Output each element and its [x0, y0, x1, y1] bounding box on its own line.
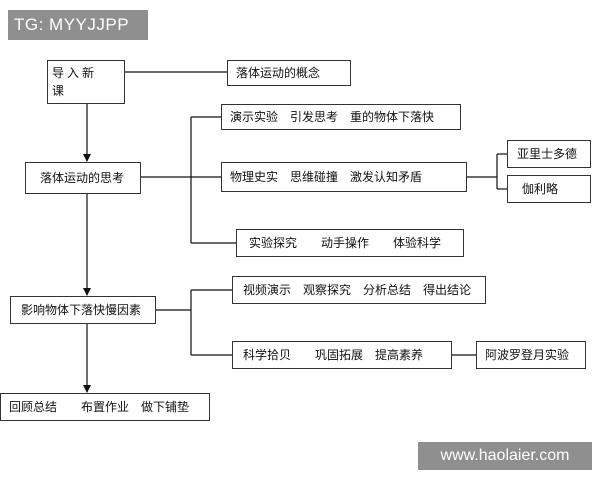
watermark-top-left: TG: MYYJJPP — [8, 10, 148, 40]
node-explore: 实验探究 动手操作 体验科学 — [236, 229, 464, 257]
watermark-bottom-right: www.haolaier.com — [418, 442, 592, 470]
node-intro: 导入新课 — [47, 60, 125, 104]
node-concept: 落体运动的概念 — [227, 60, 351, 86]
node-demo: 演示实验 引发思考 重的物体下落快 — [221, 104, 461, 130]
node-science: 科学拾贝 巩固拓展 提高素养 — [232, 341, 452, 369]
node-thinking: 落体运动的思考 — [25, 162, 141, 194]
node-video: 视频演示 观察探究 分析总结 得出结论 — [232, 276, 486, 304]
node-intro-line1: 导入新 — [52, 66, 98, 80]
node-intro-line2: 课 — [52, 84, 68, 98]
node-galileo: 伽利略 — [507, 175, 591, 203]
node-aristotle: 亚里士多德 — [507, 140, 591, 168]
node-factors: 影响物体下落快慢因素 — [10, 296, 156, 324]
node-history: 物理史实 思维碰撞 激发认知矛盾 — [221, 162, 467, 192]
node-apollo: 阿波罗登月实验 — [476, 341, 586, 369]
node-review: 回顾总结 布置作业 做下铺垫 — [0, 393, 210, 421]
